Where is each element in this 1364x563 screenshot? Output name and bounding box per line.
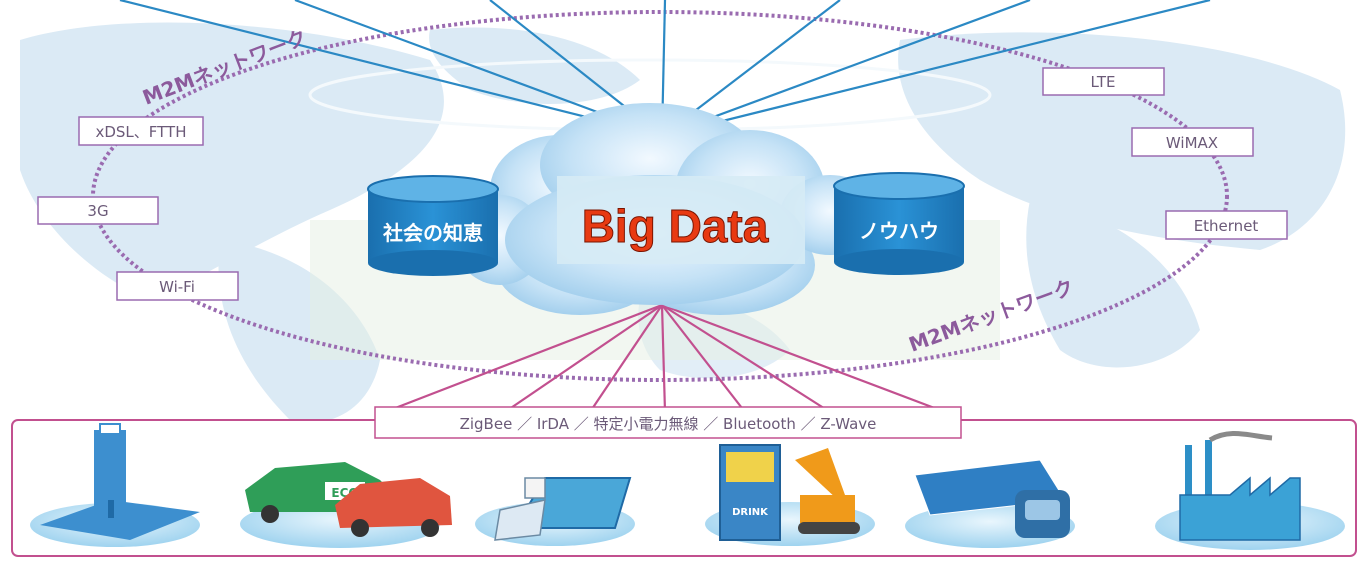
vending-machine-excavator-icon: DRINK (705, 444, 875, 546)
access-label-wifi: Wi-Fi (159, 278, 195, 296)
database-left-label: 社会の知恵 (382, 221, 483, 245)
factory-icon (1155, 431, 1345, 550)
downlink-lines (384, 303, 946, 414)
access-box (1165, 210, 1288, 240)
eco-cars-icon: ECO (240, 462, 452, 548)
short-range-box (374, 406, 962, 439)
big-data-panel (557, 176, 805, 264)
big-data-title: Big Data (582, 200, 769, 252)
access-label-ethernet: Ethernet (1194, 217, 1259, 235)
water-tank-icon (30, 423, 200, 547)
m2m-network-ring (91, 10, 1229, 382)
access-box (116, 271, 239, 301)
access-label-3g: 3G (87, 202, 108, 220)
access-left: xDSL、FTTH 3G Wi-Fi (37, 116, 239, 301)
access-box (78, 116, 204, 146)
database-right-icon (833, 172, 965, 275)
database-left-icon (367, 175, 499, 276)
access-right: LTE WiMAX Ethernet (1042, 67, 1288, 240)
access-box (1131, 127, 1254, 157)
access-box (37, 196, 159, 225)
tablet-icon (475, 477, 635, 546)
drink-badge: DRINK (732, 507, 769, 518)
database-right-label: ノウハウ (859, 219, 939, 243)
access-label-wimax: WiMAX (1166, 134, 1218, 152)
short-range-label: ZigBee ／ IrDA ／ 特定小電力無線 ／ Bluetooth ／ Z-… (460, 415, 877, 433)
world-map (20, 22, 1346, 423)
devices-frame (11, 419, 1357, 557)
solar-meter-icon (905, 459, 1075, 548)
access-box (1042, 67, 1165, 96)
access-label-xdsl: xDSL、FTTH (95, 123, 186, 141)
access-label-lte: LTE (1091, 73, 1116, 91)
